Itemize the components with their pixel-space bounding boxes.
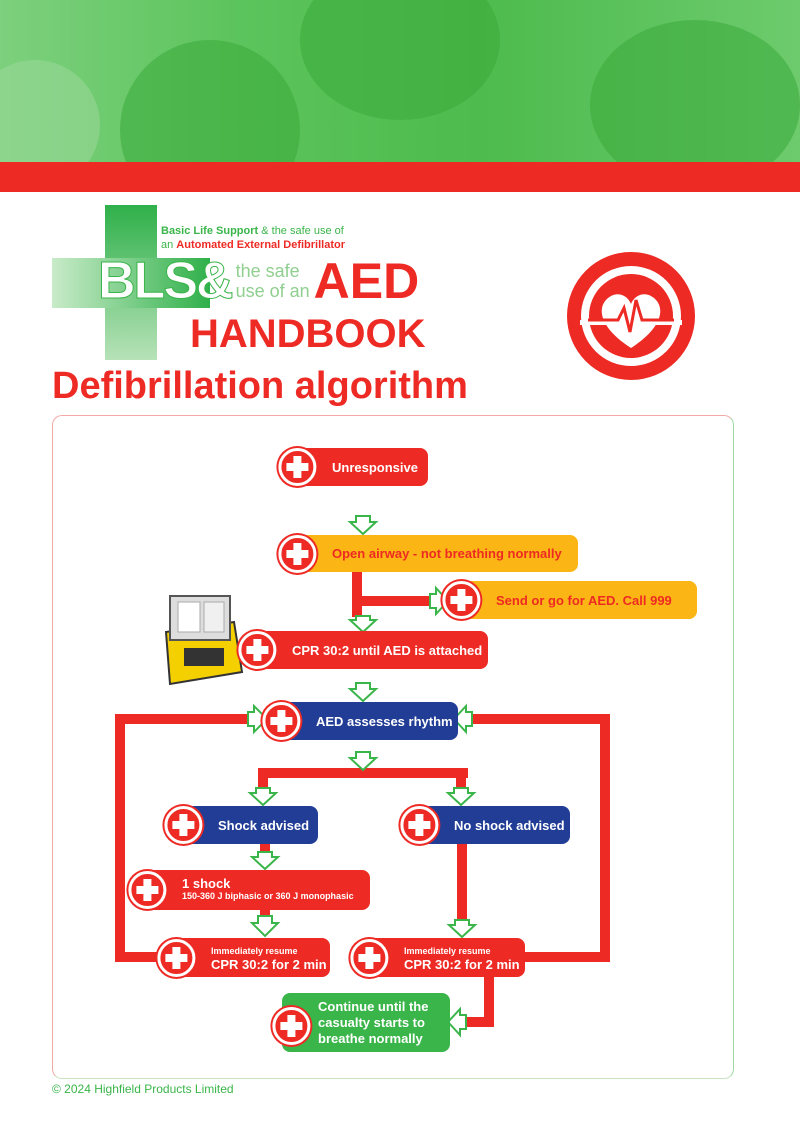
- arrow-down: [446, 919, 478, 939]
- step-shock-advised: Shock advised: [164, 806, 318, 844]
- header-red-bar: [0, 162, 800, 192]
- arrow-down: [249, 851, 281, 871]
- first-aid-cross-icon: [400, 806, 439, 844]
- first-aid-cross-icon: [278, 448, 317, 486]
- logo-tagline: Basic Life Support & the safe use of an …: [161, 225, 345, 251]
- step-open-airway: Open airway - not breathing normally: [278, 534, 578, 573]
- first-aid-cross-icon: [278, 534, 317, 573]
- arrow-down: [247, 787, 279, 807]
- first-aid-cross-icon: [442, 581, 481, 619]
- first-aid-cross-icon: [164, 806, 203, 844]
- arrow-down: [347, 751, 379, 772]
- first-aid-cross-icon: [272, 1007, 311, 1045]
- step-unresponsive: Unresponsive: [278, 448, 428, 486]
- arrow-down: [445, 787, 477, 807]
- header-photo: [0, 0, 800, 162]
- first-aid-cross-icon: [350, 938, 389, 977]
- page-title: Defibrillation algorithm: [52, 365, 468, 407]
- step-no-shock-advised: No shock advised: [400, 806, 570, 844]
- logo-handbook: HANDBOOK: [190, 312, 426, 356]
- first-aid-cross-icon: [157, 938, 196, 977]
- step-cpr-until-aed: CPR 30:2 until AED is attached: [238, 631, 488, 669]
- first-aid-cross-icon: [128, 871, 167, 909]
- algorithm-frame: [52, 415, 734, 1079]
- copyright: © 2024 Highfield Products Limited: [52, 1082, 234, 1096]
- arrow-down: [347, 515, 379, 536]
- arrow-left: [446, 1006, 467, 1038]
- first-aid-cross-icon: [262, 702, 301, 740]
- first-aid-cross-icon: [238, 631, 277, 669]
- arrow-right: [429, 585, 450, 617]
- aed-device-image: [164, 595, 244, 686]
- arrow-down: [347, 682, 379, 703]
- arrow-right: [247, 703, 269, 735]
- step-continue: Continue until the casualty starts to br…: [272, 993, 450, 1052]
- logo-aed: AED: [313, 253, 420, 309]
- arrow-down: [249, 915, 281, 938]
- arrow-left: [452, 703, 473, 735]
- heart-ecg-icon: [567, 252, 695, 380]
- step-aed-assesses: AED assesses rhythm: [262, 702, 458, 740]
- step-send-for-aed: Send or go for AED. Call 999: [442, 581, 697, 619]
- logo-bls: BLS&: [98, 252, 235, 310]
- arrow-down: [347, 615, 379, 634]
